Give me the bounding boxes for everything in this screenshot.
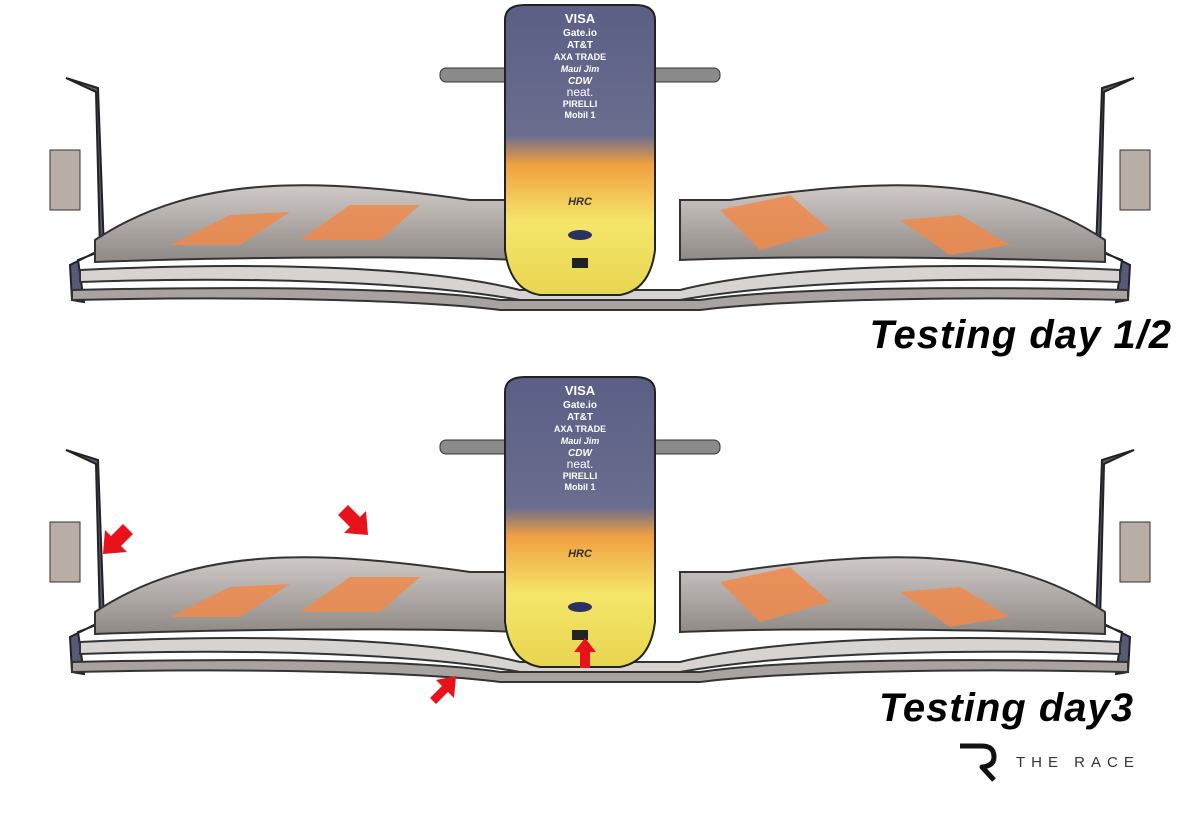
nose-badge: HRC [568,548,593,560]
logo-text: THE RACE [1016,753,1140,771]
sponsor-cdw: CDW [568,76,593,87]
nose-sponsors-day1-2: VISA Gate.io AT&T AXA TRADE Maui Jim CDW… [554,11,606,208]
the-race-logo: THE RACE [958,742,1140,782]
sponsor-pirelli: PIRELLI [563,99,598,109]
panel-label-day1-2: Testing day 1/2 [869,313,1172,357]
sponsor-visa: VISA [565,11,596,26]
r-logo-icon [960,743,997,782]
front-wing-day1-2 [49,4,1151,311]
sponsor-mobil: Mobil 1 [565,482,596,492]
sponsor-att: AT&T [567,412,593,423]
sponsor-gateio: Gate.io [563,400,597,411]
sponsor-gateio: Gate.io [563,28,597,39]
nose-badge: HRC [568,196,593,208]
sponsor-att: AT&T [567,40,593,51]
sponsor-neat: neat. [567,85,594,99]
sponsor-neat: neat. [567,457,594,471]
change-arrows [103,505,596,704]
sponsor-pirelli: PIRELLI [563,471,598,481]
panel-label-day3: Testing day3 [878,686,1134,730]
sponsor-maui-jim: Maui Jim [561,64,600,74]
sponsor-cdw: CDW [568,448,593,459]
front-wing-day3 [49,376,1151,683]
nose-sponsors-day3: VISA Gate.io AT&T AXA TRADE Maui Jim CDW… [554,383,606,560]
sponsor-maui-jim: Maui Jim [561,436,600,446]
sponsor-axa: AXA TRADE [554,424,606,434]
arrow-icon [430,676,456,704]
sponsor-visa: VISA [565,383,596,398]
sponsor-mobil: Mobil 1 [565,110,596,120]
sponsor-axa: AXA TRADE [554,52,606,62]
arrow-icon [103,524,133,554]
arrow-icon [338,505,368,535]
arrow-icon [574,638,596,668]
